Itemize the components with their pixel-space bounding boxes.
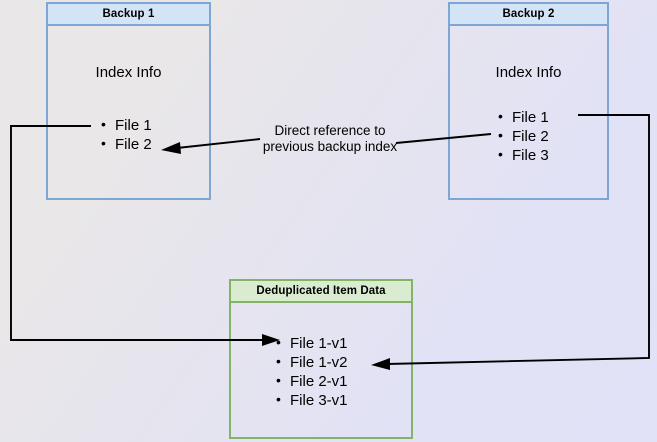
list-item: File 2-v1 (276, 371, 348, 391)
node-backup-2-item-list: File 1 File 2 File 3 (498, 107, 549, 165)
list-item: File 3-v1 (276, 390, 348, 410)
node-backup-2-header: Backup 2 (450, 4, 607, 26)
node-backup-1-title: Index Info (95, 64, 162, 81)
list-item: File 2 (498, 126, 549, 146)
node-backup-2-title: Index Info (495, 64, 562, 81)
node-backup-1[interactable]: Backup 1 Index Info File 1 File 2 (46, 2, 211, 200)
list-item: File 3 (498, 145, 549, 165)
node-deduplicated-item-list: File 1-v1 File 1-v2 File 2-v1 File 3-v1 (276, 333, 348, 410)
list-item: File 1 (101, 115, 152, 135)
node-backup-2[interactable]: Backup 2 Index Info File 1 File 2 File 3 (448, 2, 609, 200)
list-item: File 1 (498, 107, 549, 127)
list-item: File 2 (101, 134, 152, 154)
edge-label-direct-reference: Direct reference to previous backup inde… (262, 123, 398, 154)
node-deduplicated-item-data-header: Deduplicated Item Data (231, 281, 411, 303)
list-item: File 1-v2 (276, 352, 348, 372)
node-deduplicated-item-data[interactable]: Deduplicated Item Data File 1-v1 File 1-… (229, 279, 413, 439)
node-backup-1-item-list: File 1 File 2 (101, 115, 152, 154)
list-item: File 1-v1 (276, 333, 348, 353)
node-backup-1-header: Backup 1 (48, 4, 209, 26)
